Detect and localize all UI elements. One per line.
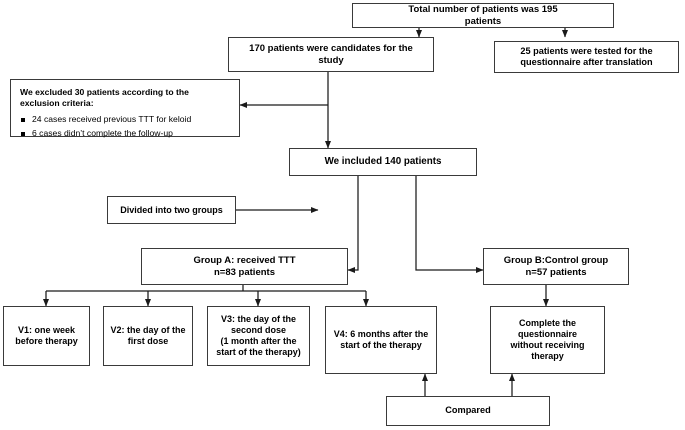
node-visit-v4: V4: 6 months after the start of the ther…	[325, 306, 437, 374]
node-control-task-line1: Complete the	[518, 318, 576, 329]
node-visit-v2-line2: first dose	[127, 336, 169, 346]
node-group-b-line2: n=57 patients	[525, 266, 587, 278]
node-visit-v3-line4: start of the therapy)	[216, 346, 301, 357]
node-candidates: 170 patients were candidates for the stu…	[228, 37, 434, 72]
edge-included-to-group-a	[347, 176, 359, 273]
node-group-b: Group B:Control group n=57 patients	[483, 248, 629, 285]
node-candidates-line2: study	[318, 54, 344, 66]
node-translation-test-line1: 25 patients were tested for the	[520, 45, 653, 56]
node-visit-v2-line1: V2: the day of the	[110, 325, 186, 336]
node-visit-v1-line2: before therapy	[15, 336, 78, 346]
node-translation-test: 25 patients were tested for the question…	[494, 41, 679, 73]
node-group-b-line1: Group B:Control group	[503, 254, 609, 266]
node-compared: Compared	[386, 396, 550, 426]
node-visit-v3-line1: V3: the day of the	[220, 314, 296, 325]
node-excluded-bullet-1: 24 cases received previous TTT for keloi…	[20, 114, 191, 125]
node-included-patients-line1: We included 140 patients	[324, 156, 442, 168]
node-included-patients: We included 140 patients	[289, 148, 477, 176]
node-visit-v2: V2: the day of the first dose	[103, 306, 193, 366]
node-group-a-line1: Group A: received TTT	[193, 254, 296, 266]
node-total-patients-line1: Total number of patients was 195	[408, 3, 558, 15]
node-group-a: Group A: received TTT n=83 patients	[141, 248, 348, 285]
node-excluded-bullet-list: 24 cases received previous TTT for keloi…	[20, 111, 191, 138]
node-translation-test-line2: questionnaire after translation	[520, 57, 653, 67]
node-excluded-criteria: We excluded 30 patients according to the…	[10, 79, 240, 138]
node-control-task: Complete the questionnaire without recei…	[490, 306, 605, 374]
node-compared-line1: Compared	[445, 405, 491, 416]
node-visit-v1-line1: V1: one week	[17, 325, 76, 336]
node-group-a-line2: n=83 patients	[214, 266, 275, 278]
node-control-task-line4: therapy	[531, 350, 564, 361]
node-visit-v4-line1: V4: 6 months after the	[333, 329, 429, 340]
node-total-patients: Total number of patients was 195 patient…	[352, 3, 614, 28]
node-visit-v3-line3: (1 month after the	[220, 336, 297, 346]
node-candidates-line1: 170 patients were candidates for the	[249, 42, 413, 54]
node-divided-groups-line1: Divided into two groups	[120, 204, 223, 215]
node-visit-v3: V3: the day of the second dose (1 month …	[207, 306, 310, 366]
node-excluded-heading-line2: exclusion criteria:	[20, 98, 94, 109]
node-visit-v4-line2: start of the therapy	[340, 340, 422, 350]
node-visit-v3-line2: second dose	[230, 325, 286, 336]
node-total-patients-line2: patients	[464, 15, 502, 27]
node-control-task-line2: questionnaire	[517, 329, 577, 340]
node-control-task-line3: without receiving	[510, 340, 585, 350]
node-excluded-bullet-2: 6 cases didn’t complete the follow-up	[20, 128, 191, 139]
node-divided-groups: Divided into two groups	[107, 196, 236, 224]
edge-included-to-group-b	[415, 176, 484, 273]
node-visit-v1: V1: one week before therapy	[3, 306, 90, 366]
node-excluded-heading-line1: We excluded 30 patients according to the	[20, 87, 189, 97]
